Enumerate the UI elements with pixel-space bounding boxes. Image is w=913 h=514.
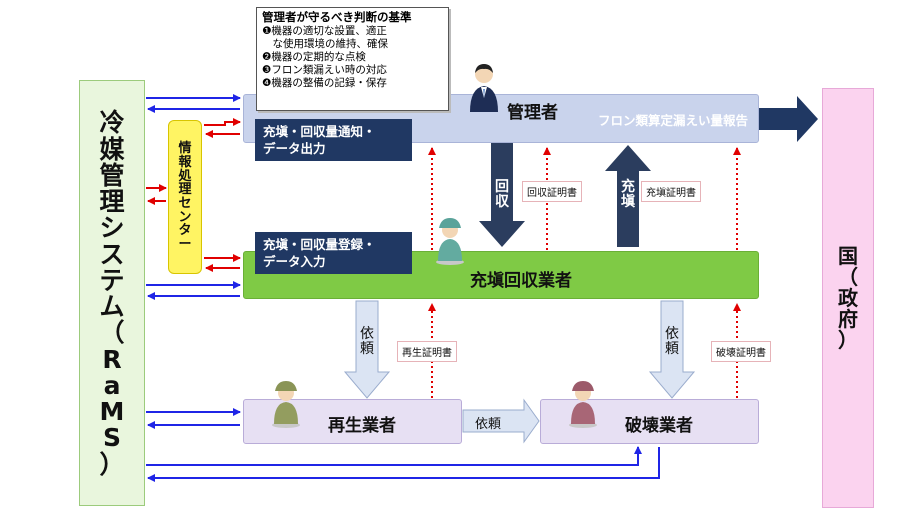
destroy-label: 破壊業者 — [625, 416, 693, 436]
criteria-title: 管理者が守るべき判断の基準 — [262, 10, 412, 24]
destroy-person-icon — [569, 381, 597, 428]
vertical-char: 国 — [838, 243, 858, 268]
vertical-char: 報 — [178, 155, 192, 171]
vertical-char: 冷 — [99, 108, 125, 138]
notify-line-2: データ出力 — [263, 141, 326, 156]
filler-label: 充塡回収業者 — [470, 271, 572, 291]
vertical-char: R — [102, 344, 122, 374]
regen-label: 再生業者 — [328, 416, 396, 436]
vertical-char: （ — [838, 264, 858, 289]
report-arrow-label: フロン類算定漏えい量報告 — [598, 113, 749, 128]
manager-label: 管理者 — [507, 103, 558, 123]
criteria-item: ❷機器の定期的な点検 — [262, 51, 366, 63]
fill-arrow-label: 充塡 — [617, 175, 639, 215]
vertical-char: 頼 — [360, 341, 374, 357]
filler-register-box: 充塡・回収量登録・ データ入力 — [255, 232, 412, 274]
regen-certificate: 再生証明書 — [397, 341, 457, 362]
recovery-arrow-shape — [479, 141, 525, 247]
rams-info-link — [146, 184, 167, 205]
vertical-char: ン — [178, 209, 192, 225]
vertical-char: 理 — [99, 187, 125, 216]
register-line-1: 充塡・回収量登録・ — [263, 237, 376, 252]
request-right-label: 依頼 — [661, 322, 683, 362]
vertical-char: ） — [838, 327, 858, 352]
criteria-box: 管理者が守るべき判断の基準 ❶機器の適切な設置、適正 な使用環境の維持、確保 ❷… — [256, 7, 449, 111]
vertical-char: 理 — [178, 182, 192, 198]
request-mid-arrow-shape — [462, 398, 540, 444]
vertical-char: M — [99, 397, 125, 426]
register-line-2: データ入力 — [263, 254, 326, 269]
destroy-certificate: 破壊証明書 — [711, 341, 771, 362]
recovery-certificate: 回収証明書 — [522, 181, 582, 202]
vertical-char: 媒 — [99, 134, 125, 164]
vertical-char: 塡 — [621, 194, 635, 210]
vertical-char: 処 — [178, 168, 192, 184]
criteria-item: ❹機器の整備の記録・保存 — [262, 77, 387, 89]
request-mid-label: 依頼 — [475, 417, 502, 432]
vertical-char: ム — [99, 292, 125, 321]
vertical-char: （ — [99, 318, 125, 348]
vertical-char: a — [103, 370, 121, 400]
filling-certificate: 充塡証明書 — [641, 181, 701, 202]
fill-arrow-shape — [605, 145, 651, 247]
criteria-item: な使用環境の維持、確保 — [262, 38, 388, 50]
notify-line-1: 充塡・回収量通知・ — [263, 124, 376, 139]
recovery-arrow-label: 回収 — [491, 175, 513, 215]
vertical-char: 回 — [495, 179, 509, 196]
vertical-char: 依 — [665, 326, 679, 343]
vertical-char: 府 — [838, 306, 858, 331]
rams-destroy-link — [146, 446, 660, 482]
rams-manager-link — [146, 94, 241, 113]
request-right-arrow-shape — [648, 300, 696, 399]
vertical-char: 管 — [99, 160, 125, 190]
request-left-arrow-shape — [343, 300, 391, 399]
vertical-char: 頼 — [665, 341, 679, 357]
gov-label: 国（政府） — [822, 88, 874, 508]
vertical-char: ス — [99, 239, 125, 269]
request-left-label: 依頼 — [356, 322, 378, 362]
vertical-char: 充 — [621, 179, 635, 196]
info-manager-link — [204, 118, 241, 138]
filler-person-icon — [436, 218, 464, 265]
vertical-char: S — [102, 423, 121, 453]
criteria-item: ❸フロン類漏えい時の対応 — [262, 64, 387, 76]
rams-box — [79, 80, 145, 506]
gov-box — [822, 88, 874, 508]
vertical-char: 依 — [360, 326, 374, 343]
vertical-char: 収 — [495, 194, 509, 210]
manager-notify-box: 充塡・回収量通知・ データ出力 — [255, 119, 412, 161]
rams-filler-link — [146, 281, 241, 300]
vertical-char: ） — [99, 449, 125, 479]
criteria-item: ❶機器の適切な設置、適正 — [262, 25, 387, 37]
regen-person-icon — [272, 381, 300, 428]
vertical-char: ー — [178, 236, 192, 252]
vertical-char: タ — [178, 223, 192, 239]
rams-regen-link — [146, 408, 241, 429]
manager-person-icon — [470, 64, 498, 112]
vertical-char: 情 — [178, 141, 192, 157]
vertical-char: シ — [99, 213, 125, 243]
info-center-label: 情報処理センター — [168, 120, 202, 274]
info-center-box — [168, 120, 202, 274]
vertical-char: セ — [178, 196, 192, 211]
info-filler-link — [204, 254, 241, 272]
vertical-char: テ — [99, 265, 125, 295]
vertical-char: 政 — [838, 285, 858, 310]
